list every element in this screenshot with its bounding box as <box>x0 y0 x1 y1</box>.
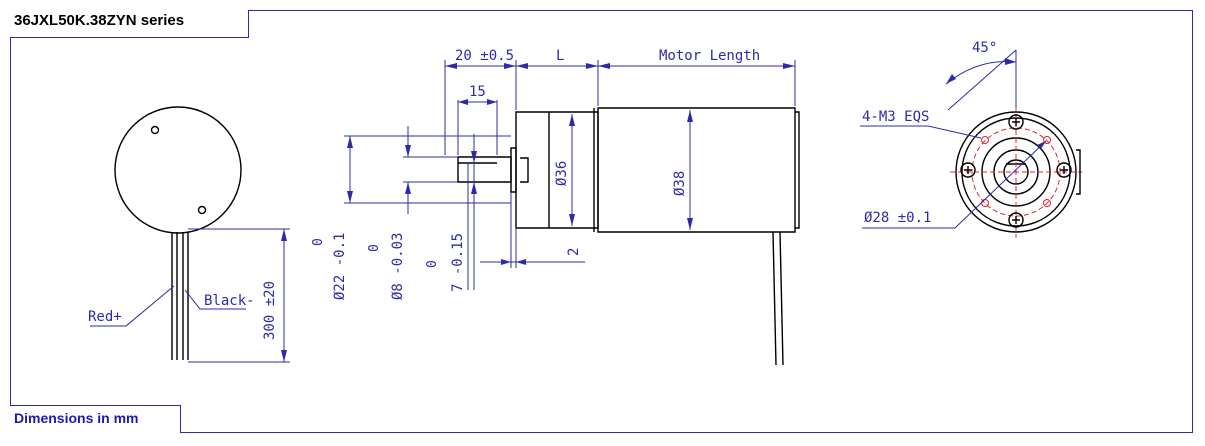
red-leader <box>90 285 175 327</box>
black-wire-label: Black- <box>204 293 255 309</box>
motor-diameter-label: Ø38 <box>672 171 688 196</box>
shaft-length-label: 20 ±0.5 <box>455 48 514 64</box>
pcd-circle <box>971 127 1061 217</box>
boss-ext-lines <box>344 135 511 204</box>
gear-dia-arrows <box>569 114 575 226</box>
shaft-key <box>520 157 529 183</box>
flat-size-label: 7 -0.15 <box>450 233 466 292</box>
center-lines <box>950 106 1082 238</box>
motor-rear-outline <box>114 106 242 234</box>
boss-diameter-label: Ø22 -0.1 <box>332 233 348 300</box>
angle-ext-lines <box>947 49 1017 111</box>
motor-dia-arrows <box>687 110 693 230</box>
flat-ext-lines <box>457 100 498 155</box>
output-shaft <box>457 156 512 183</box>
gear-diameter-label: Ø36 <box>554 161 570 186</box>
gear-length-label: L <box>556 48 564 64</box>
screw-heads <box>960 114 1072 228</box>
side-view: 20 ±0.5 L Motor Length 15 Ø36 Ø38 0 Ø22 … <box>311 48 800 366</box>
boss-height-arrows <box>501 259 526 265</box>
red-wire-label: Red+ <box>88 309 122 325</box>
drawing-frame <box>10 10 1193 433</box>
holes-leader <box>860 125 982 139</box>
holes-label: 4-M3 EQS <box>862 109 929 125</box>
footer-box <box>10 405 181 433</box>
shaft-diameter-label: Ø8 -0.03 <box>390 233 406 300</box>
top-ext-lines <box>444 60 796 155</box>
motor-length-label: Motor Length <box>659 48 760 64</box>
flat-size-arrows <box>471 151 477 194</box>
boss <box>510 147 517 193</box>
title-box <box>10 10 249 38</box>
shaft-ext-lines <box>403 156 458 183</box>
lead-wires <box>171 232 189 360</box>
front-outer-circle <box>955 111 1077 233</box>
flat-tol-label: 0 <box>425 260 440 268</box>
shaft-dim-arrows <box>405 145 411 194</box>
rear-hole-top <box>150 125 160 135</box>
black-leader <box>184 289 246 310</box>
shaft-tol-label: 0 <box>367 244 382 252</box>
shaft-circle <box>1003 159 1029 185</box>
angle-label: 45° <box>972 40 997 56</box>
flat-length-label: 15 <box>469 84 486 100</box>
front-lead-tab <box>1076 149 1081 195</box>
boss-tol-label: 0 <box>311 238 326 246</box>
front-view: 45° 4-M3 EQS Ø28 ±0.1 <box>860 40 1082 238</box>
motor-end-cap <box>795 111 800 229</box>
boss-height-ext <box>510 192 517 268</box>
side-lead-wires <box>772 231 784 366</box>
boss-height-label: 2 <box>566 248 582 256</box>
units-note: Dimensions in mm <box>14 410 139 426</box>
rear-view: 300 ±20 Red+ Black- <box>88 106 290 363</box>
lead-length-label: 300 ±20 <box>262 281 278 340</box>
drawing-title: 36JXL50K.38ZYN series <box>14 12 185 29</box>
flat-dim-arrows <box>458 99 497 105</box>
pcd-leader <box>862 140 1047 229</box>
angle-arrows <box>946 58 1016 84</box>
motor-body <box>597 107 796 233</box>
pcd-arrow <box>1037 141 1046 149</box>
pcd-label: Ø28 ±0.1 <box>864 210 931 226</box>
top-dim-arrows <box>445 63 795 69</box>
rear-hole-bottom <box>197 205 207 215</box>
